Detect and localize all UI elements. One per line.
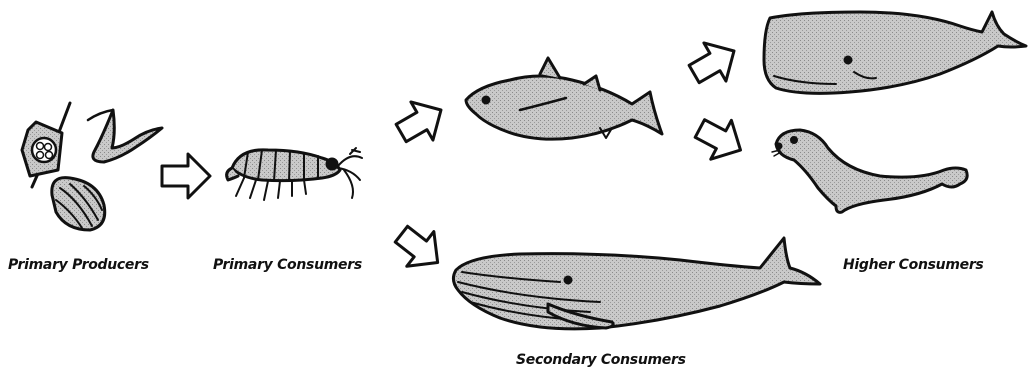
arrow-icon [390,91,452,152]
label-primary-producers: Primary Producers [8,257,149,273]
dinoflagellate-icon [88,110,162,162]
label-secondary-consumers: Secondary Consumers [516,352,686,368]
ribbed-cell-icon [52,178,105,230]
label-higher-consumers: Higher Consumers [843,257,983,273]
seal-icon [772,130,967,212]
arrow-icon [388,217,451,280]
sperm-whale-icon [764,12,1026,93]
arrow-icon [683,32,745,93]
tuna-icon [466,58,662,139]
blue-whale-icon [453,238,820,329]
arrow-icon [162,154,210,198]
krill-icon [227,148,362,200]
label-primary-consumers: Primary Consumers [213,257,362,273]
phytoplankton-group [22,103,162,230]
arrow-icon [690,109,751,169]
diatom-square-icon [22,103,70,187]
